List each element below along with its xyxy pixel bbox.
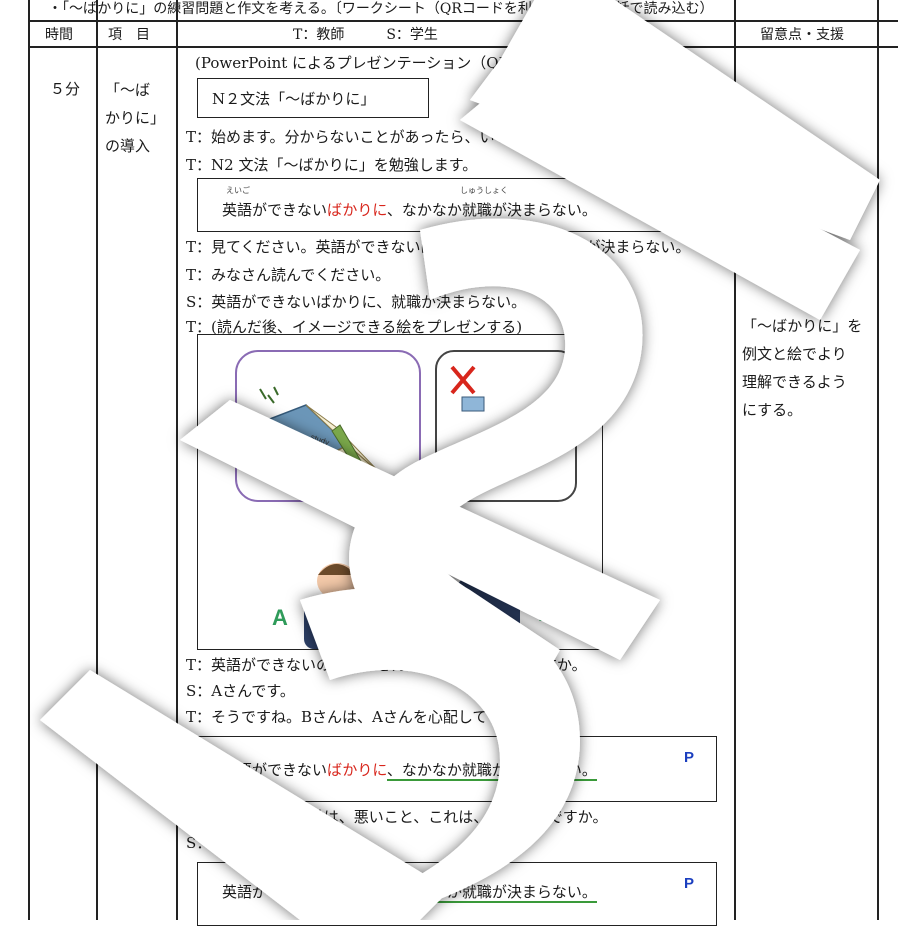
notes-line: 「〜ばかりに」を [742, 317, 863, 335]
line-teacher-7: T：そうですね。Bさんは、Aさんを心配しています。 [186, 708, 546, 726]
col-divider-1 [96, 0, 98, 920]
ruby-shushoku: しゅうしょく [460, 186, 508, 195]
example-post: ばかりに、なかなか就職が決まらない。 [327, 883, 597, 903]
item-cell: 「〜ば かりに」 の導入 [105, 76, 165, 160]
table-border-left [28, 0, 30, 920]
line-teacher-4: T：みなさん読んでください。 [186, 266, 391, 284]
line-student-1: S：英語ができないばかりに、就職が決まらない。 [186, 293, 527, 311]
line-powerpoint: (PowerPoint によるプレゼンテーション（QRコードを利用してプレゼン) [195, 54, 696, 72]
notes-line: にする。 [742, 401, 803, 419]
col-divider-2 [176, 0, 178, 920]
grammar-title: N２文法「〜ばかりに」 [212, 90, 376, 108]
example-box-1: えいご しゅうしょく 英語ができないばかりに、なかなか就職が決まらない。 P [197, 178, 701, 232]
line-teacher-1: T：始めます。分からないことがあったら、いつでも質問してください。 [186, 128, 674, 146]
label-b: B [538, 601, 554, 626]
p-mark: P [683, 749, 694, 766]
p-mark: P [683, 875, 694, 892]
line-teacher-2: T：N2 文法「〜ばかりに」を勉強します。 [186, 156, 478, 174]
item-line: 「〜ば [105, 81, 151, 99]
example-box-2: 英語ができないばかりに、なかなか就職が決まらない。 P [197, 736, 717, 802]
item-line: かりに」 [105, 109, 166, 127]
col-divider-3 [734, 0, 736, 920]
example-sentence-2: 英語ができないばかりに、なかなか就職が決まらない。 [222, 759, 597, 781]
example-red: ばかりに [327, 761, 387, 779]
person-icon [456, 526, 520, 649]
label-a: A [272, 605, 288, 630]
example-red: ばかりに [327, 201, 387, 219]
header-time: 時間 [45, 27, 73, 43]
person-icon [304, 563, 370, 649]
header-item: 項 目 [108, 27, 150, 43]
line-student-3: S：よくないことです。 [186, 834, 345, 852]
example-sentence-1: 英語ができないばかりに、なかなか就職が決まらない。 [222, 199, 597, 220]
p-mark: P [681, 182, 692, 199]
line-teacher-6: T：英語ができないのは、A さん、B さんのどちらですか。 [186, 656, 587, 674]
notes-cell: 「〜ばかりに」を 例文と絵でより 理解できるよう にする。 [742, 312, 862, 424]
illustration-panel: study English [197, 334, 603, 650]
ruby-eigo: えいご [226, 186, 250, 195]
notes-line: 例文と絵でより [742, 345, 847, 363]
line-teacher-3: T：見てください。英語ができないばかりに、なかなか就職が決まらない。 [186, 238, 691, 256]
small-desk [461, 396, 485, 412]
example-pre: 英語ができない [222, 883, 328, 901]
example-post: 、なかなか就職が決まらない。 [386, 201, 597, 219]
row-line-header [28, 46, 898, 48]
grammar-title-box: N２文法「〜ばかりに」 [197, 78, 429, 118]
header-notes: 留意点・支援 [760, 27, 844, 43]
time-cell: ５分 [50, 80, 81, 98]
line-teacher-8: T：「ばかりに」の前は、悪いこと、これは、いいことですか。 [186, 808, 608, 826]
line-student-2: S：Aさんです。 [186, 682, 295, 700]
example-pre: 英語ができない [222, 761, 328, 779]
top-note: ・「〜ばかりに」の練習問題と作文を考える。〔ワークシート（QRコードを利用して携… [48, 1, 714, 17]
example-sentence-3: 英語ができないばかりに、なかなか就職が決まらない。 [222, 881, 597, 903]
table-border-right [877, 0, 879, 920]
row-line-top [28, 20, 898, 22]
header-main: T：教師 S：学生 [293, 27, 438, 43]
thought-bubble-icon [423, 511, 460, 544]
item-line: の導入 [105, 137, 151, 155]
example-box-3: 英語ができないばかりに、なかなか就職が決まらない。 P [197, 862, 717, 926]
example-post: 、なかなか就職が決まらない。 [386, 761, 597, 781]
example-pre: 英語ができない [222, 201, 328, 219]
notes-line: 理解できるよう [742, 373, 847, 391]
illustration-svg: study English [235, 350, 577, 649]
